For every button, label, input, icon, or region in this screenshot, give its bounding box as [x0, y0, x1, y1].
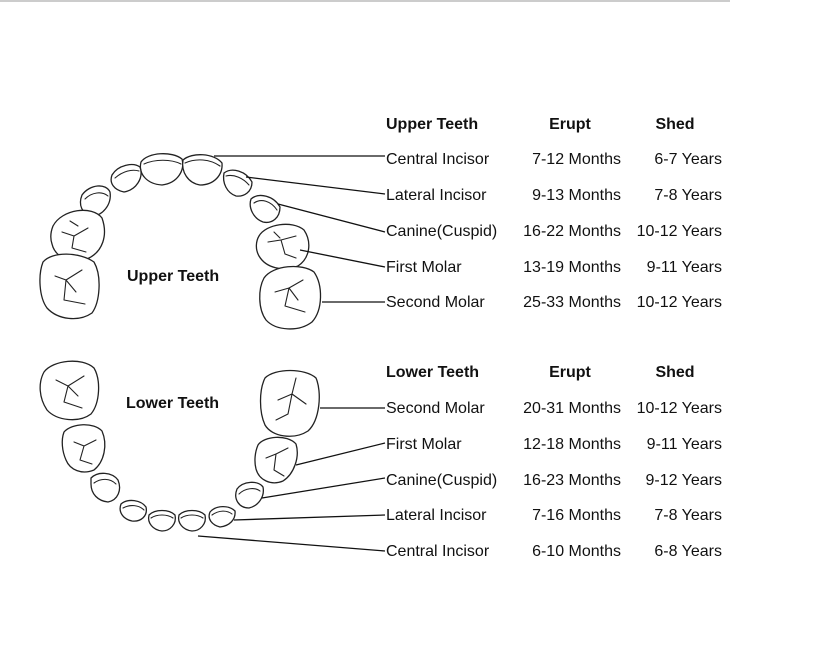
- lower-lateral-incisor-right: [208, 505, 236, 528]
- upper-row-name: Central Incisor: [386, 151, 490, 168]
- lower-central-incisor-right: [177, 509, 206, 532]
- upper-header-erupt: Erupt: [549, 116, 591, 133]
- lower-row-erupt: 20-31 Months: [523, 400, 621, 417]
- upper-header-shed: Shed: [655, 116, 695, 133]
- upper-central-incisor-left: [139, 153, 184, 186]
- lower-second-molar-left: [39, 360, 100, 421]
- lower-row-name: Second Molar: [386, 400, 485, 417]
- upper-row-erupt: 25-33 Months: [523, 294, 621, 311]
- lower-row-name: Lateral Incisor: [386, 507, 487, 524]
- lower-arch: [39, 360, 320, 532]
- lower-row-shed: 9-11 Years: [646, 436, 722, 453]
- upper-row-shed: 6-7 Years: [654, 151, 722, 168]
- lower-row-name: Canine(Cuspid): [386, 472, 498, 489]
- lower-canine-right: [235, 481, 264, 509]
- lower-header-name: Lower Teeth: [386, 364, 480, 381]
- upper-lateral-incisor-left: [110, 164, 142, 193]
- lower-header-erupt: Erupt: [549, 364, 591, 381]
- upper-row-name: Canine(Cuspid): [386, 223, 498, 240]
- upper-row-shed: 10-12 Years: [636, 294, 722, 311]
- upper-arch-label: Upper Teeth: [127, 268, 220, 285]
- upper-lateral-incisor-right: [222, 169, 253, 197]
- lower-arch-label: Lower Teeth: [126, 395, 220, 412]
- upper-row-erupt: 7-12 Months: [532, 151, 621, 168]
- upper-row-erupt: 13-19 Months: [523, 259, 621, 276]
- upper-row-name: Second Molar: [386, 294, 485, 311]
- upper-row-erupt: 9-13 Months: [532, 187, 621, 204]
- lower-row-shed: 7-8 Years: [654, 507, 722, 524]
- upper-row-name: Lateral Incisor: [386, 187, 487, 204]
- lower-central-incisor-left: [147, 509, 176, 532]
- upper-row-erupt: 16-22 Months: [523, 223, 621, 240]
- upper-row-name: First Molar: [386, 259, 462, 276]
- leader-upper-first-molar: [299, 249, 386, 268]
- upper-header-name: Upper Teeth: [386, 116, 479, 133]
- upper-canine-right: [249, 194, 281, 224]
- leader-lower-lateral-incisor: [233, 514, 386, 521]
- leader-upper-canine: [277, 203, 386, 233]
- lower-row-erupt: 7-16 Months: [532, 507, 621, 524]
- lower-row-shed: 9-12 Years: [645, 472, 722, 489]
- upper-central-incisor-right: [182, 154, 223, 186]
- lower-row-erupt: 16-23 Months: [523, 472, 621, 489]
- lower-row-erupt: 6-10 Months: [532, 543, 621, 560]
- upper-second-molar-right: [259, 265, 322, 330]
- lower-header-shed: Shed: [655, 364, 695, 381]
- lower-row-shed: 6-8 Years: [654, 543, 722, 560]
- lower-first-molar-right: [254, 436, 298, 484]
- leader-upper-lateral-incisor: [245, 176, 386, 195]
- leader-lower-central-incisor: [197, 535, 386, 552]
- leader-lower-first-molar: [295, 442, 386, 466]
- upper-arch: [39, 153, 322, 330]
- upper-row-shed: 10-12 Years: [636, 223, 722, 240]
- lower-row-name: Central Incisor: [386, 543, 490, 560]
- lower-canine-left: [90, 472, 121, 503]
- lower-row-erupt: 12-18 Months: [523, 436, 621, 453]
- upper-row-shed: 7-8 Years: [654, 187, 722, 204]
- lower-row-name: First Molar: [386, 436, 462, 453]
- lower-lateral-incisor-left: [119, 499, 147, 522]
- upper-first-molar-left: [50, 209, 106, 262]
- upper-row-shed: 9-11 Years: [646, 259, 722, 276]
- leader-lower-canine: [261, 477, 386, 499]
- lower-row-shed: 10-12 Years: [636, 400, 722, 417]
- upper-second-molar-left: [39, 253, 100, 320]
